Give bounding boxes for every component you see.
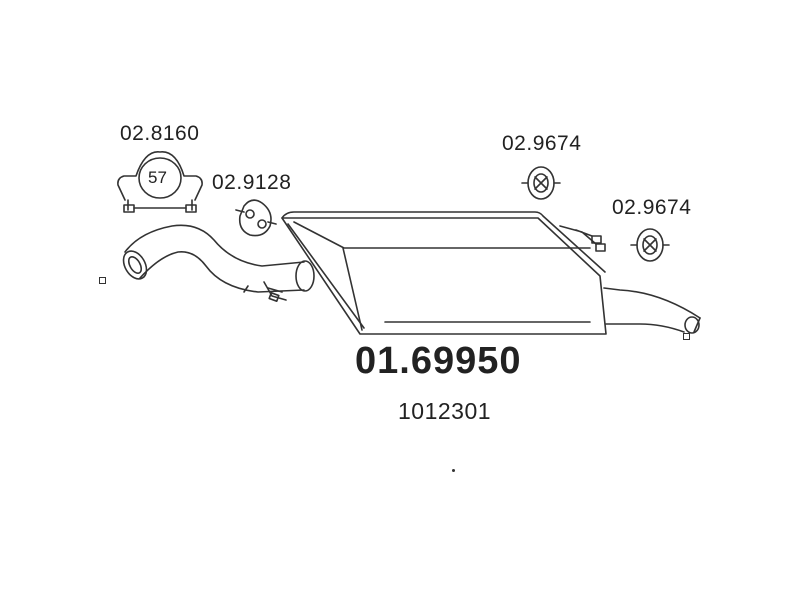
clamp-size-label: 57 [148,168,167,187]
connection-marker-rear [683,333,690,340]
muffler-icon [281,211,607,335]
hanger-lower-code-label: 02.9674 [612,196,692,219]
hanger-upper-code-label: 02.9674 [502,132,582,155]
rubber-mount-code-label: 02.9128 [212,171,292,194]
connection-marker-front [99,277,106,284]
main-part-number: 01.69950 [355,340,522,382]
rubber-mount-icon [235,199,277,237]
stray-dot [452,469,455,472]
clamp-icon [117,151,203,213]
hanger-upper-icon [521,166,561,200]
inlet-pipe-icon [122,224,315,302]
tailpipe-icon [603,287,701,334]
hanger-lower-icon [630,228,670,262]
clamp-code-label: 02.8160 [120,122,200,145]
oem-number: 1012301 [398,398,492,424]
